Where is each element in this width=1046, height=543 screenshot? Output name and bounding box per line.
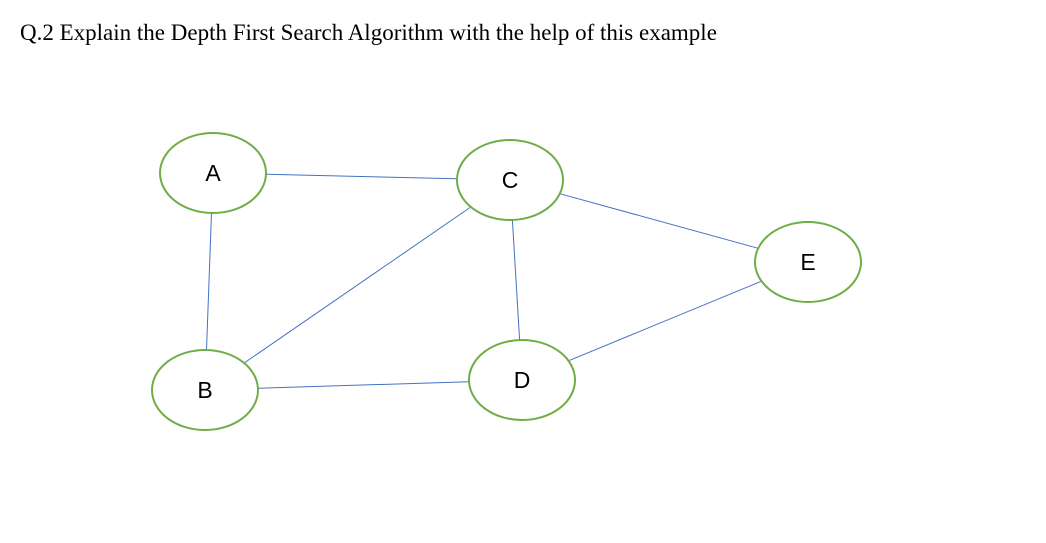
node-d: D bbox=[468, 339, 576, 421]
node-e: E bbox=[754, 221, 862, 303]
node-d-label: D bbox=[514, 367, 531, 393]
node-a-ellipse bbox=[159, 132, 267, 214]
node-c: C bbox=[456, 139, 564, 221]
node-d-ellipse bbox=[468, 339, 576, 421]
edge-b-d bbox=[257, 381, 470, 389]
node-b: B bbox=[151, 349, 259, 431]
node-a-label: A bbox=[205, 160, 221, 186]
edge-a-b bbox=[206, 212, 212, 351]
node-c-label: C bbox=[502, 167, 519, 193]
node-a: A bbox=[159, 132, 267, 214]
edge-d-e bbox=[568, 280, 762, 362]
edge-a-c bbox=[265, 173, 458, 180]
edge-c-d bbox=[511, 219, 521, 341]
node-e-label: E bbox=[800, 249, 815, 275]
edge-c-e bbox=[559, 193, 759, 249]
question-text: Q.2 Explain the Depth First Search Algor… bbox=[20, 20, 717, 45]
edge-b-c bbox=[243, 206, 472, 364]
node-b-ellipse bbox=[151, 349, 259, 431]
graph-edges bbox=[206, 173, 762, 389]
node-e-ellipse bbox=[754, 221, 862, 303]
node-c-ellipse bbox=[456, 139, 564, 221]
node-b-label: B bbox=[197, 377, 212, 403]
graph-nodes: A B C D E bbox=[151, 132, 862, 431]
